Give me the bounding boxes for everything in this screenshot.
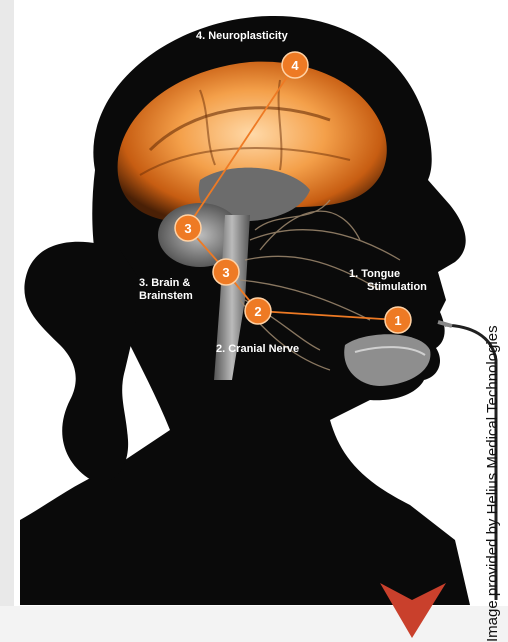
marker-2-number: 2 (254, 304, 261, 319)
image-credit-text: Image provided by Helius Medical Technol… (484, 325, 501, 642)
marker-1-number: 1 (394, 313, 401, 328)
marker-3-brainstem-number: 3 (222, 265, 229, 280)
label-tongue-line-1: 1. Tongue (349, 268, 427, 281)
label-cranial-nerve: 2. Cranial Nerve (216, 343, 299, 356)
marker-4-number: 4 (291, 58, 299, 73)
marker-3-brain-number: 3 (184, 221, 191, 236)
label-brain-brainstem: 3. Brain & Brainstem (139, 277, 193, 303)
ponytail (24, 242, 140, 483)
label-brain-line-1: 3. Brain & (139, 277, 193, 290)
image-credit: Image provided by Helius Medical Technol… (470, 330, 508, 350)
label-neuroplasticity: 4. Neuroplasticity (196, 30, 288, 43)
label-tongue-stimulation: 1. Tongue Stimulation (349, 268, 427, 294)
label-tongue-line-2: Stimulation (367, 281, 427, 294)
label-brain-line-2: Brainstem (139, 290, 193, 303)
